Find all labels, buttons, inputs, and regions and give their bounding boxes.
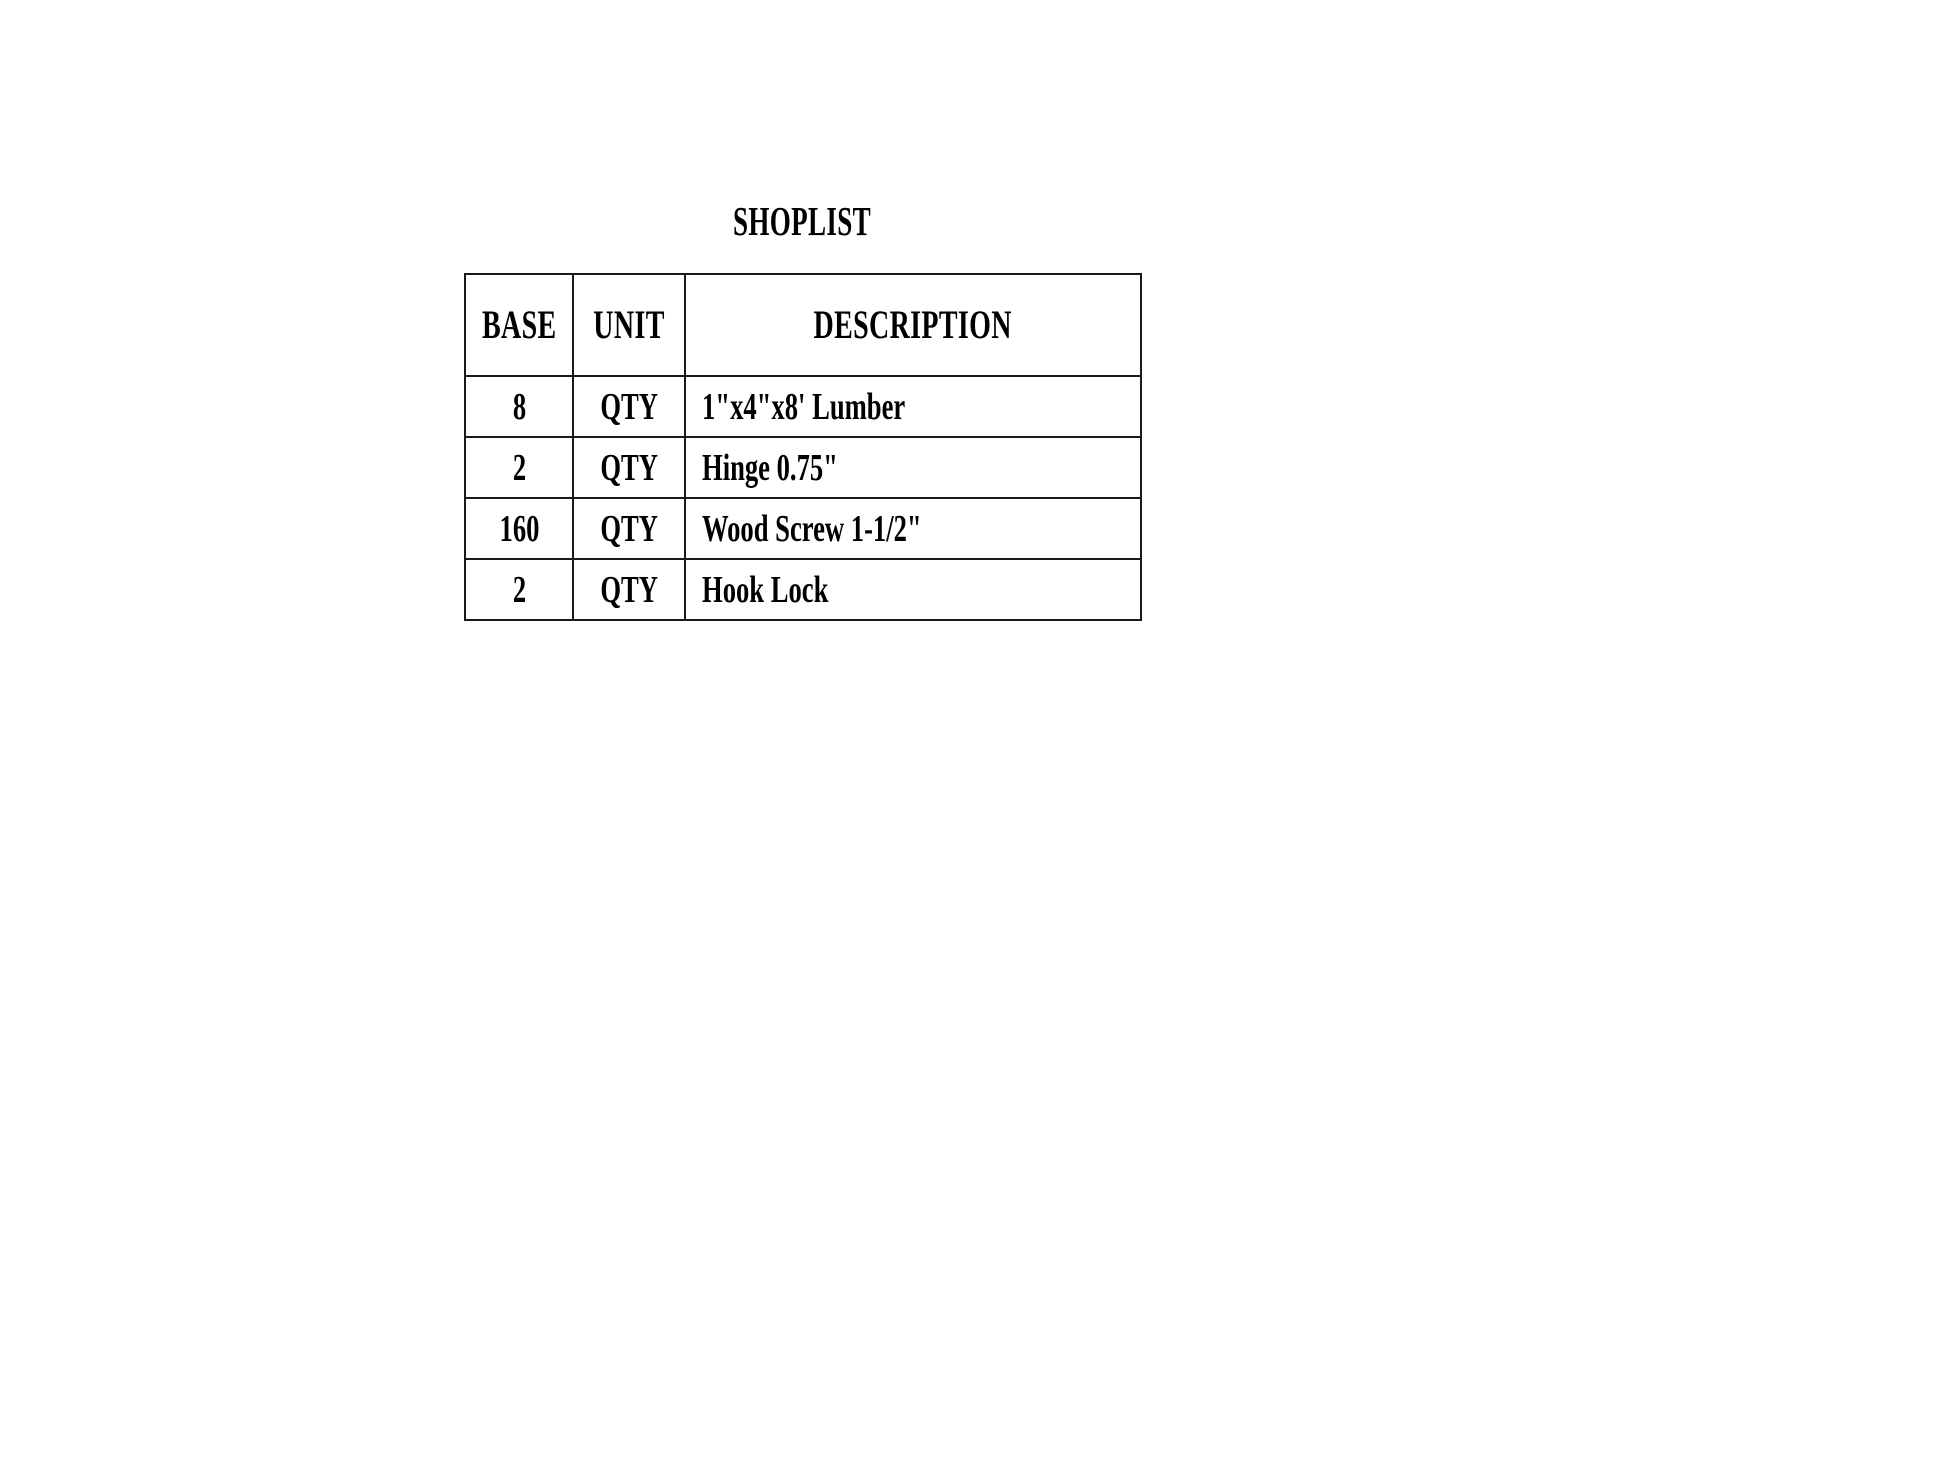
cell-description: 1"x4"x8' Lumber: [684, 375, 1142, 438]
cell-unit: QTY: [572, 558, 686, 621]
cell-base-value: 8: [512, 385, 526, 428]
table-header: BASE UNIT DESCRIPTION: [464, 273, 1142, 377]
page-title: SHOPLIST: [732, 198, 872, 244]
cell-base: 2: [464, 436, 574, 499]
column-header-base-label: BASE: [481, 302, 557, 347]
cell-base-value: 160: [499, 507, 539, 550]
cell-unit-value: QTY: [600, 568, 658, 611]
cell-base: 8: [464, 375, 574, 438]
cell-unit-value: QTY: [600, 446, 658, 489]
cell-unit: QTY: [572, 436, 686, 499]
cell-unit-value: QTY: [600, 385, 658, 428]
table-row: 2 QTY Hinge 0.75": [464, 436, 1142, 499]
table-body: 8 QTY 1"x4"x8' Lumber 2 QTY Hinge 0.75": [464, 375, 1142, 621]
cell-description-value: Hinge 0.75": [702, 446, 838, 489]
cell-unit-value: QTY: [600, 507, 658, 550]
column-header-description-label: DESCRIPTION: [813, 302, 1013, 347]
cell-base: 2: [464, 558, 574, 621]
column-header-description: DESCRIPTION: [684, 273, 1142, 377]
cell-description-value: 1"x4"x8' Lumber: [702, 385, 906, 428]
table-row: 8 QTY 1"x4"x8' Lumber: [464, 375, 1142, 438]
cell-description: Hinge 0.75": [684, 436, 1142, 499]
cell-base: 160: [464, 497, 574, 560]
table-row: 160 QTY Wood Screw 1-1/2": [464, 497, 1142, 560]
column-header-unit: UNIT: [572, 273, 686, 377]
cell-base-value: 2: [512, 568, 526, 611]
cell-unit: QTY: [572, 497, 686, 560]
column-header-unit-label: UNIT: [593, 302, 665, 347]
shoplist-table: BASE UNIT DESCRIPTION 8 QTY 1"x4"x8': [464, 273, 1142, 621]
cell-description-value: Wood Screw 1-1/2": [702, 507, 922, 550]
cell-unit: QTY: [572, 375, 686, 438]
table-header-row: BASE UNIT DESCRIPTION: [464, 273, 1142, 377]
cell-description: Wood Screw 1-1/2": [684, 497, 1142, 560]
cell-description: Hook Lock: [684, 558, 1142, 621]
cell-base-value: 2: [512, 446, 526, 489]
column-header-base: BASE: [464, 273, 574, 377]
table-row: 2 QTY Hook Lock: [464, 558, 1142, 621]
cell-description-value: Hook Lock: [702, 568, 829, 611]
